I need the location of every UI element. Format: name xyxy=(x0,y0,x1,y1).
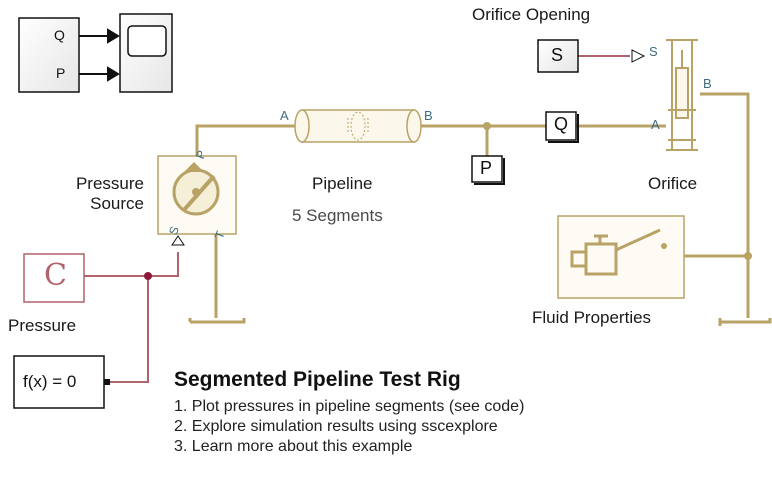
pipeline-body xyxy=(301,109,415,143)
hydraulic-line-orifice-b-to-tank[interactable] xyxy=(700,92,750,318)
scope-input-q-label: Q xyxy=(54,27,65,43)
scope-input-p-label: P xyxy=(56,65,66,81)
goto-shadow xyxy=(548,114,579,143)
notes-step-2-link[interactable]: 2. Explore simulation results using ssce… xyxy=(174,418,498,435)
reservoir-left xyxy=(188,318,246,324)
hydraulic-junction xyxy=(483,122,491,130)
signal-junction xyxy=(144,272,152,280)
orifice-port-s-label: S xyxy=(649,44,658,59)
ps-port-arrow xyxy=(171,235,185,246)
orifice-port-b-label: B xyxy=(703,76,712,91)
pressure-source-label-line1: Pressure xyxy=(75,174,144,193)
hydraulic-line-source-to-pipeline[interactable] xyxy=(195,124,295,160)
q-goto-text: Q xyxy=(554,114,569,134)
oil-can-spout xyxy=(615,228,661,252)
pipeline-segment-mark xyxy=(347,118,369,134)
scope-icon xyxy=(127,25,167,57)
orifice-opening-source-text: S xyxy=(551,45,564,65)
orifice-spool xyxy=(668,50,696,141)
oil-can-handle xyxy=(570,250,586,268)
oil-can-icon xyxy=(570,228,661,276)
fluid-properties-block[interactable] xyxy=(557,215,685,299)
ps-line-pressure-const[interactable] xyxy=(84,252,179,277)
hydraulic-connection-group xyxy=(195,92,750,318)
goto-shadow xyxy=(474,158,505,185)
physical-signal-lines xyxy=(84,55,630,383)
pressure-gauge-hub xyxy=(192,188,200,196)
orifice-port-a-label: A xyxy=(651,117,660,132)
oil-can-cap xyxy=(594,234,608,244)
orifice-frame xyxy=(666,39,698,151)
p-goto-text: P xyxy=(480,158,493,178)
reservoir-right xyxy=(718,318,772,326)
pipeline-segment-mark xyxy=(350,111,366,141)
pressure-source-block[interactable] xyxy=(157,155,237,235)
signal-lines xyxy=(78,28,120,82)
pipeline-label: Pipeline xyxy=(312,174,373,193)
pressure-source-label-line2: Source xyxy=(90,194,144,213)
pressure-constant-text: C xyxy=(44,258,67,293)
ps-port-arrow xyxy=(631,49,646,63)
p-goto-block[interactable] xyxy=(471,155,503,183)
pressure-source-label: Pressure Source xyxy=(48,174,144,214)
pressure-constant-label: Pressure xyxy=(8,316,77,335)
pipeline-block[interactable] xyxy=(294,109,422,143)
annotation-notes: Segmented Pipeline Test Rig 1. Plot pres… xyxy=(174,368,524,456)
pipeline-port-b-label: B xyxy=(424,108,433,123)
pipeline-subtitle: 5 Segments xyxy=(292,206,383,225)
solver-configuration-block[interactable] xyxy=(13,355,105,409)
pressure-constant-block[interactable] xyxy=(23,253,85,303)
arrow-head xyxy=(107,66,120,82)
arrow-head xyxy=(107,28,120,44)
orifice-opening-label: Orifice Opening xyxy=(472,5,591,24)
ps-line-solver[interactable] xyxy=(110,276,149,383)
notes-step-1-link[interactable]: 1. Plot pressures in pipeline segments (… xyxy=(174,398,525,415)
pipeline-end-left xyxy=(294,109,310,143)
orifice-block[interactable] xyxy=(666,39,698,151)
orifice-label: Orifice xyxy=(648,174,698,193)
solver-configuration-text: f(x) = 0 xyxy=(23,372,77,391)
pressure-gauge-arrow xyxy=(184,162,204,172)
notes-step-3-link[interactable]: 3. Learn more about this example xyxy=(174,438,413,455)
oil-drop xyxy=(661,243,667,249)
fluid-properties-label: Fluid Properties xyxy=(532,308,652,327)
solver-port xyxy=(104,379,110,385)
pipeline-end-right xyxy=(406,109,422,143)
fluid-properties-box xyxy=(557,215,685,299)
mux-block[interactable] xyxy=(18,17,80,93)
hydraulic-junction xyxy=(744,252,752,260)
orifice-opening-source-block[interactable] xyxy=(537,39,579,73)
pipeline-port-a-label: A xyxy=(280,108,289,123)
notes-title: Segmented Pipeline Test Rig xyxy=(174,368,461,391)
q-goto-block[interactable] xyxy=(545,111,577,141)
